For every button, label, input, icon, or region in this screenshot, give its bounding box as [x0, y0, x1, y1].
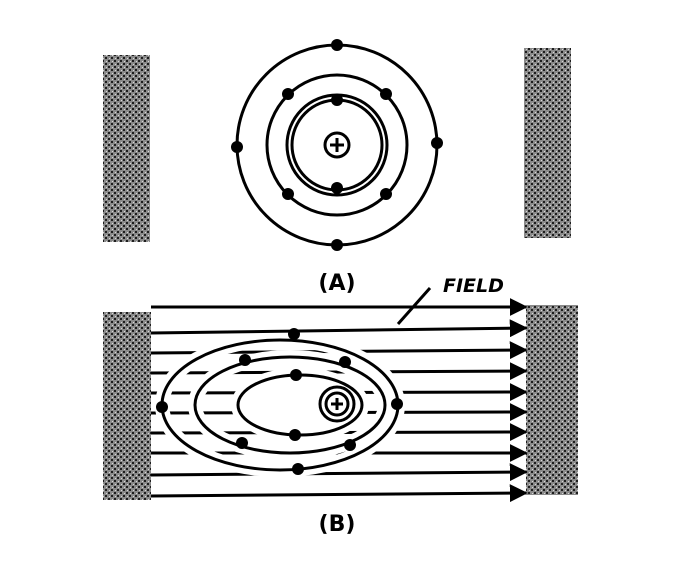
electron [288, 328, 300, 340]
label-a: (A) [318, 271, 355, 296]
electron [156, 401, 168, 413]
electron [292, 463, 304, 475]
orbit-2-a [265, 73, 409, 217]
electron [339, 356, 351, 368]
panel-a: (A) [103, 39, 571, 296]
middle-orbit-b [193, 355, 387, 455]
nucleus-a [323, 131, 351, 159]
electron [380, 88, 392, 100]
field-pointer [396, 287, 432, 325]
electron [331, 39, 343, 51]
right-plate-b [526, 305, 578, 495]
field-label: FIELD [443, 275, 504, 297]
electron [231, 141, 243, 153]
electron [289, 429, 301, 441]
electron [290, 369, 302, 381]
electron [331, 182, 343, 194]
electron [344, 439, 356, 451]
electron [282, 188, 294, 200]
panel-b: FIELD (B) [103, 275, 578, 537]
electron [282, 88, 294, 100]
electron [239, 354, 251, 366]
label-b: (B) [319, 512, 356, 537]
right-plate-a [524, 48, 571, 238]
electron [391, 398, 403, 410]
left-plate-b [103, 312, 151, 500]
electron [236, 437, 248, 449]
electron [431, 137, 443, 149]
electron [331, 94, 343, 106]
electron [331, 239, 343, 251]
nucleus-b [318, 385, 356, 423]
electron [380, 188, 392, 200]
left-plate-a [103, 55, 150, 242]
